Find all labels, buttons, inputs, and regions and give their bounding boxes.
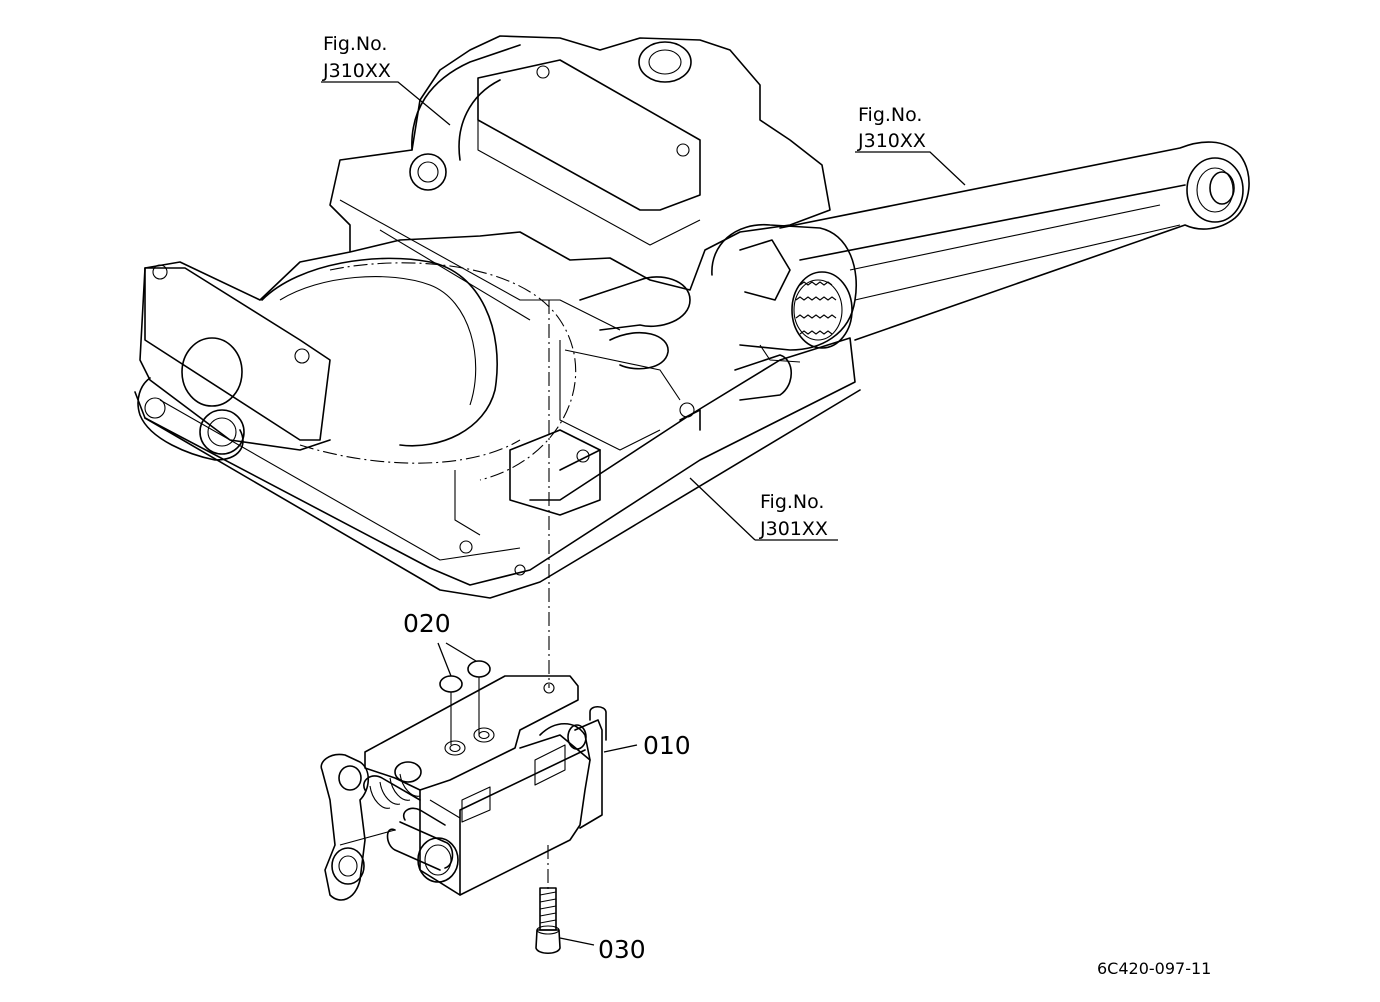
fig-ref-top-left: Fig.No. J310XX — [322, 33, 391, 82]
callout-010: 010 — [643, 731, 691, 760]
assembly-centerlines — [547, 300, 550, 890]
drawing-code: 6C420-097-11 — [1097, 959, 1211, 978]
figure-ref-leaders — [321, 81, 966, 541]
callout-030: 030 — [598, 935, 646, 964]
fig-ref-right: Fig.No. J310XX — [857, 104, 926, 152]
socket-head-bolt — [535, 887, 595, 955]
callout-020: 020 — [403, 609, 451, 638]
lift-arm — [711, 141, 1250, 363]
fig-ref-lower-line1: Fig.No. — [760, 491, 824, 513]
o-ring-left — [439, 675, 463, 693]
o-rings — [437, 642, 491, 745]
fig-ref-top-left-line2: J310XX — [322, 60, 391, 82]
fig-ref-lower-line2: J301XX — [759, 518, 828, 540]
fig-ref-lower: Fig.No. J301XX — [759, 491, 828, 540]
fig-ref-top-left-line1: Fig.No. — [323, 33, 387, 55]
control-valve — [320, 675, 638, 901]
fig-ref-right-line2: J310XX — [857, 130, 926, 152]
cylinder-case-assembly — [134, 35, 861, 599]
fig-ref-right-line1: Fig.No. — [858, 104, 922, 126]
o-ring-right — [467, 660, 491, 678]
